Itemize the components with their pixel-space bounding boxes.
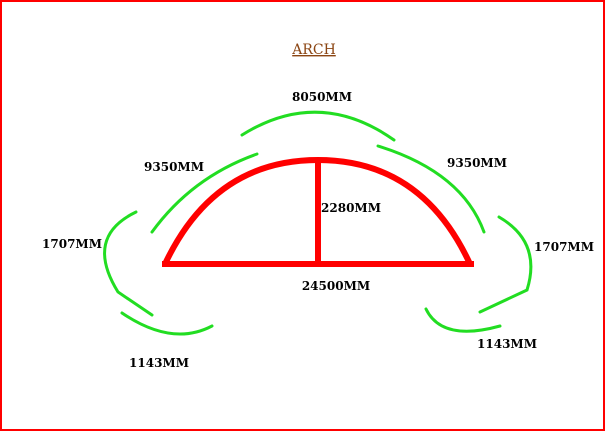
upper-right-guide-arc [376, 144, 486, 234]
rise-dimension-label: 2280MM [321, 201, 381, 215]
right-guide-arc [478, 215, 533, 314]
bottom-right-guide-arc [424, 307, 502, 333]
upper-left-dimension-label: 9350MM [144, 160, 204, 174]
diagram-title: ARCH [291, 42, 336, 58]
top-dimension-label: 8050MM [292, 90, 352, 104]
upper-right-dimension-label: 9350MM [447, 156, 507, 170]
upper-left-guide-arc [150, 152, 259, 234]
left-dimension-label: 1707MM [42, 237, 102, 251]
span-dimension-label: 24500MM [302, 279, 370, 293]
right-dimension-label: 1707MM [534, 240, 594, 254]
bottom-right-dimension-label: 1143MM [477, 337, 537, 351]
left-guide-arc [103, 210, 154, 317]
bottom-left-guide-arc [120, 311, 214, 336]
bottom-left-dimension-label: 1143MM [129, 356, 189, 370]
top-guide-arc [240, 110, 396, 142]
